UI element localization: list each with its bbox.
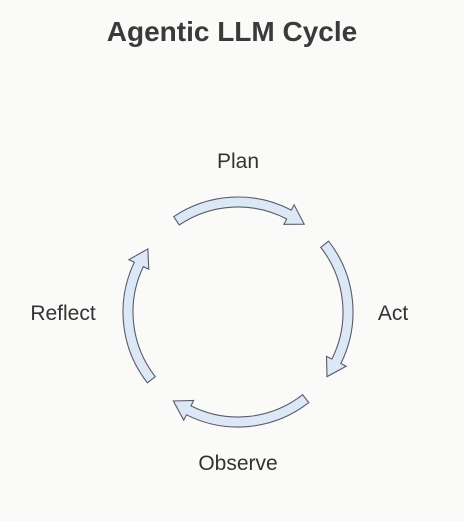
arrow-observe-to-reflect (172, 393, 310, 428)
stage-labels: Plan Act Observe Reflect (30, 150, 408, 475)
diagram-title: Agentic LLM Cycle (106, 16, 358, 47)
stage-label-plan: Plan (217, 150, 259, 173)
arrow-reflect-to-plan (122, 247, 157, 384)
cycle-arrows (122, 196, 354, 428)
arrow-act-to-observe (319, 240, 354, 378)
stage-label-act: Act (378, 302, 409, 325)
arrow-plan-to-act (172, 196, 306, 226)
stage-label-observe: Observe (198, 452, 277, 475)
stage-label-reflect: Reflect (30, 302, 96, 325)
